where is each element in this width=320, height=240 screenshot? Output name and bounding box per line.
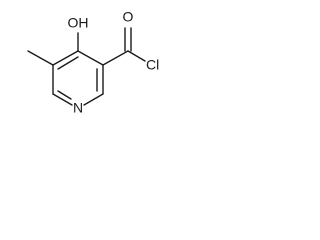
ring-bond-c2-n1 [83, 93, 104, 106]
ring-bond-n1-c6 [52, 93, 73, 106]
acyl-bond [102, 50, 129, 66]
carbonyl-oxygen-label: O [123, 9, 134, 25]
ring-bond-c4-c3 [77, 50, 104, 66]
chloride-bond [127, 50, 146, 62]
ring-bond-c5-c4-inner [57, 56, 79, 70]
ring-bond-n1-c6-inner [57, 90, 72, 100]
ring-bond-c5-c4 [52, 50, 79, 66]
chemical-structure-diagram: OH O Cl N [27, 9, 159, 116]
ring-nitrogen-label: N [73, 100, 83, 116]
hydroxyl-label: OH [68, 15, 89, 31]
chlorine-label: Cl [146, 57, 159, 73]
methyl-bond [27, 50, 54, 66]
